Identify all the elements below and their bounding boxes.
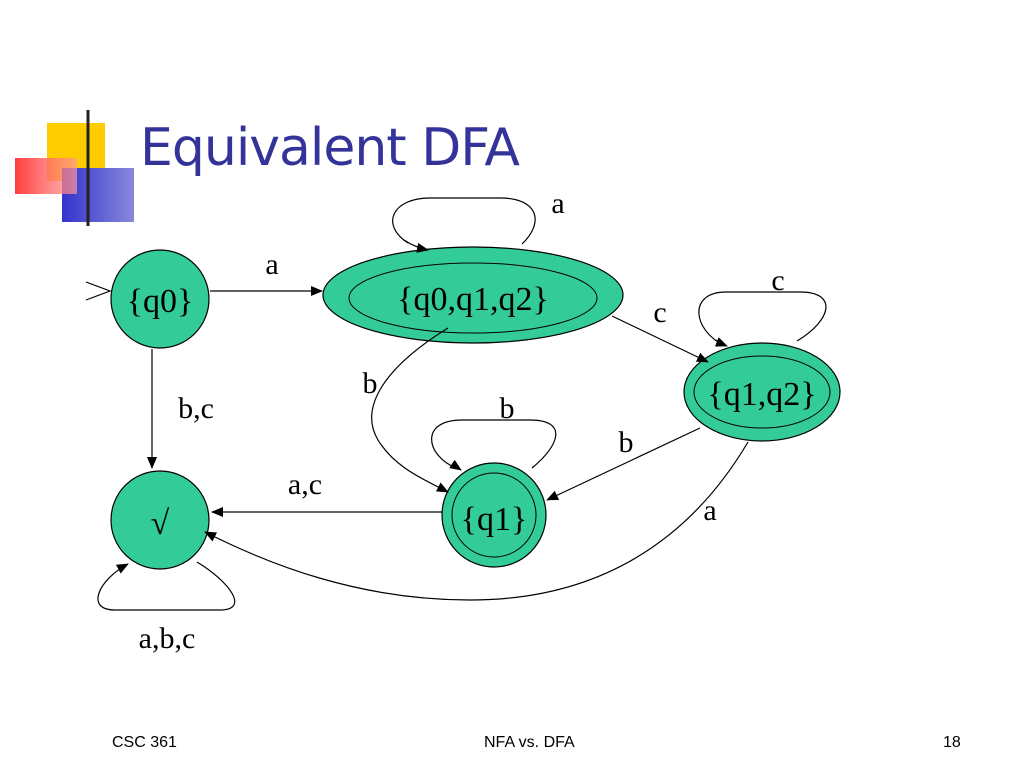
edge-q012-self-label: a: [551, 187, 564, 220]
state-q0-label: {q0}: [127, 283, 194, 320]
edge-dead-self-label: a,b,c: [139, 622, 196, 655]
edge-q012-to-q12-label: c: [653, 296, 666, 329]
edge-q012-self: [392, 197, 536, 245]
footer-left: CSC 361: [112, 734, 177, 751]
edge-q0-to-dead-label: b,c: [178, 392, 214, 425]
edge-q1-self-label: b: [500, 392, 515, 425]
edge-q012-to-q1-label: b: [363, 367, 378, 400]
edge-q1-self: [431, 419, 557, 469]
edge-q12-to-q1: [546, 427, 701, 501]
state-q1-q2: {q1,q2}: [683, 342, 841, 442]
edge-q12-self-head: [714, 337, 728, 347]
edge-q12-to-q1-label: b: [619, 426, 634, 459]
edge-q12-to-dead: [204, 441, 749, 601]
edge-q12-self-label: c: [771, 264, 784, 297]
slide-decoration: [15, 110, 970, 226]
footer-center: NFA vs. DFA: [484, 734, 575, 751]
state-q0-q1-q2-label: {q0,q1,q2}: [397, 281, 549, 318]
footer-slide-number: 18: [943, 734, 961, 751]
state-q1: {q1}: [441, 462, 547, 568]
edge-q12-to-dead-label: a: [703, 494, 716, 527]
slide-title: Equivalent DFA: [140, 118, 520, 178]
decor-red-square: [15, 158, 77, 194]
state-q1-label: {q1}: [461, 501, 528, 538]
edge-dead-self: [97, 561, 236, 611]
state-q0: {q0}: [110, 249, 210, 349]
state-q0-q1-q2: {q0,q1,q2}: [322, 246, 624, 344]
edge-q012-self-head: [403, 239, 429, 253]
edge-q0-to-q012-label: a: [265, 248, 278, 281]
state-dead: √: [110, 470, 210, 570]
edge-q1-to-dead-label: a,c: [288, 468, 322, 501]
start-arrow: [85, 281, 112, 301]
state-q1-q2-label: {q1,q2}: [707, 376, 816, 413]
state-dead-label: √: [151, 505, 170, 542]
edge-q1-self-head: [449, 459, 462, 471]
edge-q012-to-q1: [371, 327, 449, 493]
edge-q012-to-q12: [611, 315, 709, 363]
edge-q12-self: [698, 291, 827, 347]
